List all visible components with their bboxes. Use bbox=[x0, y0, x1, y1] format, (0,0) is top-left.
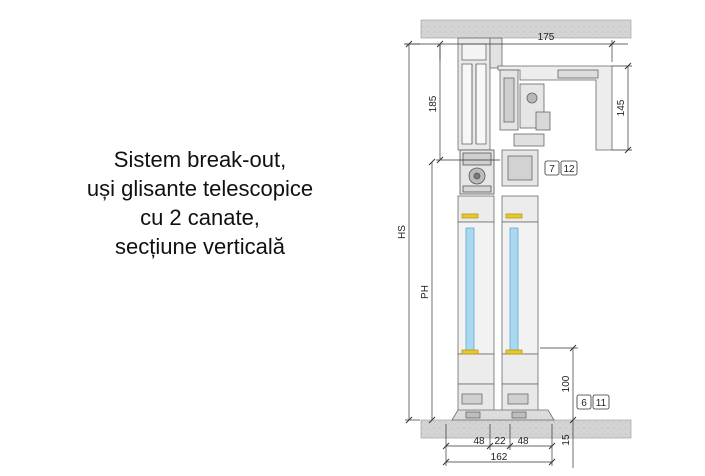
dim-total-width: 162 bbox=[491, 452, 508, 463]
dimension-lines bbox=[404, 40, 632, 468]
right-sash bbox=[501, 149, 539, 415]
detail-ref-upper: 7 12 bbox=[544, 160, 578, 176]
dim-floor-offset: 15 bbox=[561, 434, 572, 446]
ceiling-slab bbox=[420, 19, 632, 39]
dim-passage-height: PH bbox=[420, 285, 431, 299]
bottom-guide bbox=[451, 409, 555, 421]
top-track-profile bbox=[489, 37, 613, 151]
dimension-ticks bbox=[405, 40, 632, 466]
caption-line-2: uși glisante telescopice bbox=[86, 176, 314, 201]
dim-bottom-left: 48 bbox=[473, 436, 485, 447]
dim-bottom-right: 48 bbox=[517, 436, 529, 447]
detail-ref-lower: 6 11 bbox=[576, 394, 610, 410]
caption-line-3: cu 2 canate, bbox=[140, 205, 260, 230]
caption-line-1: Sistem break-out, bbox=[113, 147, 287, 172]
dim-bottom-middle: 22 bbox=[494, 436, 506, 447]
dim-upper-height: 185 bbox=[428, 95, 439, 112]
detail-ref-6: 6 bbox=[581, 398, 587, 409]
caption-line-4: secțiune verticală bbox=[115, 234, 285, 259]
detail-ref-7: 7 bbox=[549, 164, 555, 175]
detail-ref-11: 11 bbox=[596, 398, 607, 409]
left-sash bbox=[457, 195, 495, 415]
dim-top-width: 175 bbox=[538, 32, 555, 43]
dim-total-height: HS bbox=[397, 225, 408, 239]
dim-profile-height: 145 bbox=[616, 99, 627, 116]
dim-threshold-height: 100 bbox=[561, 375, 572, 392]
diagram-caption: Sistem break-out, uși glisante telescopi… bbox=[0, 145, 400, 261]
detail-ref-12: 12 bbox=[563, 164, 575, 175]
left-top-roller bbox=[459, 149, 495, 195]
left-frame-profile bbox=[457, 37, 491, 151]
